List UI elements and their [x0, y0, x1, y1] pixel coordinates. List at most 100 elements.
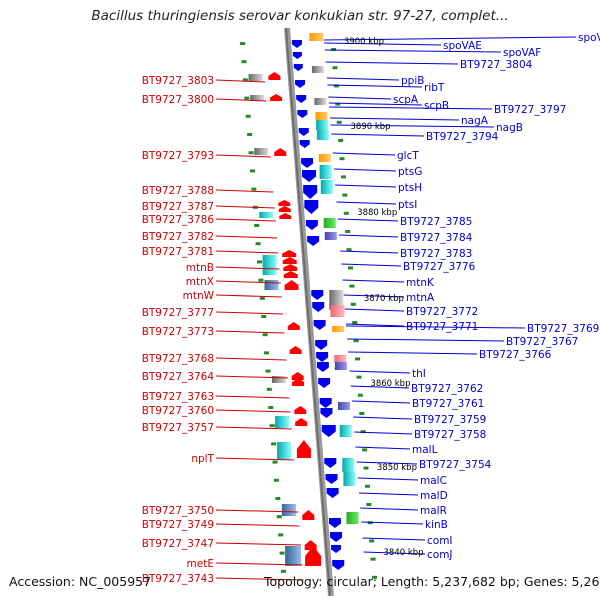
left-leader-line [215, 457, 295, 461]
tick-mark-right [340, 175, 346, 179]
right-leader-line [332, 152, 396, 156]
left-leader-line [215, 98, 267, 102]
right-gene-label: BT9727_3797 [494, 104, 566, 116]
left-leader-line [215, 577, 304, 581]
reverse-gene-box [275, 416, 290, 428]
reverse-gene-arrow [282, 257, 297, 264]
tick-mark-left [241, 60, 247, 64]
tick-mark-right [348, 266, 354, 270]
tick-mark-right [336, 120, 342, 124]
forward-gene-arrow [332, 560, 345, 570]
left-leader-line [215, 266, 280, 270]
reverse-gene-box [262, 255, 277, 275]
forward-gene-box [342, 458, 355, 472]
left-gene-label: BT9727_3782 [142, 231, 214, 243]
right-gene-label: BT9727_3767 [506, 336, 578, 348]
right-gene-label: ribT [424, 82, 445, 94]
right-gene-label: scpB [424, 100, 449, 112]
tick-mark-right [335, 102, 341, 106]
forward-gene-box [314, 98, 327, 105]
tick-mark-right [332, 66, 338, 70]
reverse-gene-box [285, 546, 302, 566]
tick-mark-left [258, 278, 264, 282]
right-leader-line [361, 521, 424, 525]
tick-mark-right [352, 321, 358, 324]
left-gene-label: mtnX [186, 276, 214, 288]
right-leader-line [329, 117, 460, 121]
right-leader-line [327, 84, 423, 88]
right-gene-label: BT9727_3754 [419, 459, 492, 471]
left-gene-label: BT9727_3749 [142, 519, 214, 531]
right-leader-line [360, 507, 419, 511]
right-gene-label: thI [412, 368, 426, 380]
right-gene-label: BT9727_3776 [403, 261, 476, 273]
reverse-gene-arrow [295, 418, 308, 426]
right-leader-line [323, 36, 577, 41]
reverse-gene-arrow [268, 72, 281, 80]
left-gene-label: BT9727_3757 [142, 422, 214, 434]
right-gene-label: spoVAF [503, 47, 541, 59]
left-gene-label: BT9727_3800 [142, 94, 214, 106]
left-gene-label: mtnW [183, 290, 215, 302]
left-gene-label: BT9727_3743 [142, 573, 214, 585]
forward-gene-box [343, 472, 356, 486]
forward-gene-box [339, 425, 352, 437]
tick-mark-right [363, 466, 369, 470]
right-gene-label: BT9727_3804 [460, 59, 533, 71]
tick-mark-left [245, 114, 251, 118]
reverse-gene-arrow [296, 440, 311, 458]
forward-gene-arrow [302, 170, 316, 182]
right-gene-label: scpA [393, 94, 419, 106]
tick-mark-left [255, 242, 261, 246]
tick-mark-left [242, 78, 248, 82]
forward-gene-arrow [293, 64, 303, 71]
tick-mark-left [269, 424, 275, 428]
left-leader-line [215, 426, 292, 430]
forward-gene-box [316, 130, 329, 140]
tick-mark-left [261, 315, 267, 318]
reverse-gene-arrow [292, 378, 305, 386]
left-gene-label: BT9727_3764 [142, 371, 215, 383]
tick-mark-right [345, 230, 351, 233]
tick-mark-left [266, 387, 272, 391]
left-leader-line [215, 235, 278, 239]
forward-gene-arrow [307, 236, 320, 246]
reverse-gene-arrow [294, 406, 307, 414]
scale-label: 3880 kbp [357, 208, 397, 218]
scale-label: 3900 kbp [344, 37, 384, 47]
reverse-gene-arrow [283, 264, 298, 271]
tick-mark-left [276, 515, 282, 519]
right-gene-label: BT9727_3771 [406, 321, 478, 333]
reverse-gene-box [277, 442, 292, 460]
right-gene-label: ptsH [398, 182, 422, 194]
right-leader-line [345, 323, 405, 327]
forward-gene-box [324, 232, 337, 240]
tick-mark-left [249, 169, 255, 173]
tick-mark-right [356, 375, 362, 379]
left-leader-line [215, 330, 285, 334]
left-leader-line [215, 562, 303, 566]
reverse-gene-box [248, 74, 263, 81]
forward-gene-arrow [312, 302, 325, 312]
forward-gene-arrow [330, 532, 343, 542]
scale-label: 3860 kbp [370, 379, 410, 389]
left-gene-label: BT9727_3787 [142, 201, 214, 213]
left-gene-label: BT9727_3747 [142, 538, 214, 550]
right-gene-label: malC [420, 475, 447, 487]
reverse-gene-arrow [278, 206, 291, 212]
forward-gene-arrow [305, 220, 318, 230]
scale-label: 3890 kbp [351, 122, 391, 132]
forward-gene-arrow [311, 290, 324, 300]
tick-mark-left [244, 96, 250, 100]
tick-mark-right [338, 139, 344, 142]
right-leader-line [335, 184, 397, 188]
tick-mark-left [251, 187, 257, 191]
right-leader-line [356, 461, 418, 465]
tick-mark-left [271, 442, 277, 446]
right-gene-label: glcT [397, 150, 419, 162]
right-gene-label: spoVAE [578, 32, 600, 44]
forward-gene-arrow [313, 320, 326, 330]
right-gene-label: BT9727_3766 [479, 349, 552, 361]
right-leader-line [324, 42, 442, 46]
left-leader-line [215, 542, 301, 546]
